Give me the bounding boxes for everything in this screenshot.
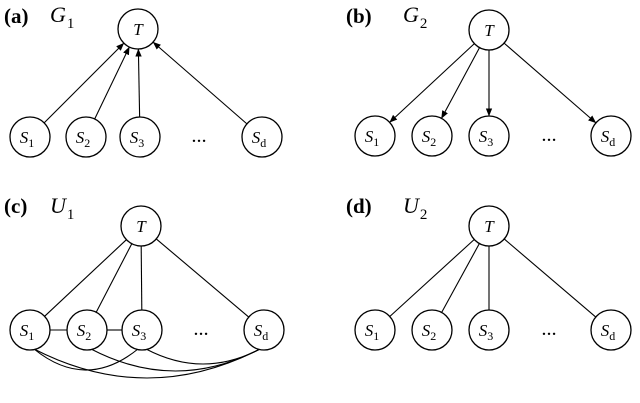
edge-sd-t: [152, 41, 248, 125]
node-s1: S1: [354, 115, 396, 157]
panel-c: (c) U1T S1 S2 S3 Sd …: [4, 193, 285, 379]
node-circle: [9, 309, 51, 351]
node-label: T: [133, 20, 144, 39]
edge-t-s2: [441, 243, 480, 313]
arc-edge: [145, 348, 261, 365]
node-s3: S3: [121, 309, 163, 351]
node-label: Sd: [254, 321, 269, 343]
node-label: S2: [77, 321, 92, 343]
ellipsis: …: [542, 323, 557, 339]
node-s2: S2: [411, 309, 453, 351]
graph-name: U1: [50, 193, 74, 223]
node-s3: S3: [468, 309, 510, 351]
node-target: T: [117, 8, 159, 50]
node-s3: S3: [119, 116, 161, 158]
node-circle: [590, 115, 632, 157]
node-label: Sd: [601, 127, 616, 149]
node-circle: [119, 116, 161, 158]
ellipsis: …: [542, 129, 557, 145]
edges: [43, 41, 248, 125]
node-circle: [354, 115, 396, 157]
node-label: S1: [365, 127, 380, 149]
node-label: S2: [422, 321, 437, 343]
edge-t-sd: [503, 238, 597, 318]
panel-tag: (d): [346, 194, 372, 218]
edge-t-s1: [389, 239, 475, 317]
node-label: S2: [76, 128, 91, 150]
panel-tag: (c): [4, 194, 27, 218]
node-label: S1: [20, 321, 35, 343]
node-label: T: [484, 21, 495, 40]
node-label: S1: [20, 128, 35, 150]
node-label: S3: [132, 321, 147, 343]
edges: [389, 42, 597, 124]
node-circle: [121, 309, 163, 351]
node-s2: S2: [65, 116, 107, 158]
node-label: S3: [479, 127, 494, 149]
node-label: T: [484, 217, 495, 236]
edge-t-sd: [503, 42, 597, 124]
panel-tag: (a): [4, 4, 29, 28]
node-circle: [411, 115, 453, 157]
node-sd: Sd: [241, 116, 283, 158]
node-circle: [66, 309, 108, 351]
arc-edge: [33, 348, 139, 371]
node-label: S3: [130, 128, 145, 150]
node-target: T: [120, 205, 162, 247]
node-s2: S2: [411, 115, 453, 157]
edge-t-sd: [155, 238, 250, 318]
node-s3: S3: [468, 115, 510, 157]
node-circle: [411, 309, 453, 351]
node-target: T: [468, 205, 510, 247]
node-circle: [243, 309, 285, 351]
node-circle: [590, 309, 632, 351]
node-circle: [241, 116, 283, 158]
node-circle: [354, 309, 396, 351]
edge-s1-t: [43, 42, 125, 124]
node-label: T: [136, 217, 147, 236]
panel-tag: (b): [346, 4, 372, 28]
node-target: T: [468, 9, 510, 51]
node-label: S2: [422, 127, 437, 149]
ellipsis: …: [192, 130, 207, 146]
node-s1: S1: [354, 309, 396, 351]
node-circle: [9, 116, 51, 158]
panel-d: (d) U2T S1 S2 S3 Sd …: [346, 193, 632, 351]
edge-t-s2: [95, 243, 133, 313]
node-sd: Sd: [243, 309, 285, 351]
edge-s2-t: [94, 46, 130, 120]
graph-name: U2: [403, 193, 427, 223]
node-circle: [117, 8, 159, 50]
node-label: S3: [479, 321, 494, 343]
graph-name: G1: [50, 2, 74, 32]
node-label: Sd: [252, 128, 267, 150]
node-circle: [468, 309, 510, 351]
node-circle: [468, 205, 510, 247]
node-circle: [468, 115, 510, 157]
node-sd: Sd: [590, 309, 632, 351]
edge-t-s1: [389, 43, 475, 123]
edges: [33, 238, 261, 379]
edge-s3-t: [135, 48, 142, 118]
node-sd: Sd: [590, 115, 632, 157]
edge-t-s3: [140, 245, 143, 311]
graph-name: G2: [403, 2, 427, 32]
node-circle: [468, 9, 510, 51]
node-label: S1: [365, 321, 380, 343]
edge-t-s1: [44, 239, 127, 317]
node-label: Sd: [601, 321, 616, 343]
ellipsis: …: [194, 323, 209, 339]
node-s1: S1: [9, 116, 51, 158]
node-circle: [65, 116, 107, 158]
node-s2: S2: [66, 309, 108, 351]
node-circle: [120, 205, 162, 247]
edges: [389, 238, 597, 318]
node-s1: S1: [9, 309, 51, 351]
edge-t-s2: [440, 47, 481, 119]
